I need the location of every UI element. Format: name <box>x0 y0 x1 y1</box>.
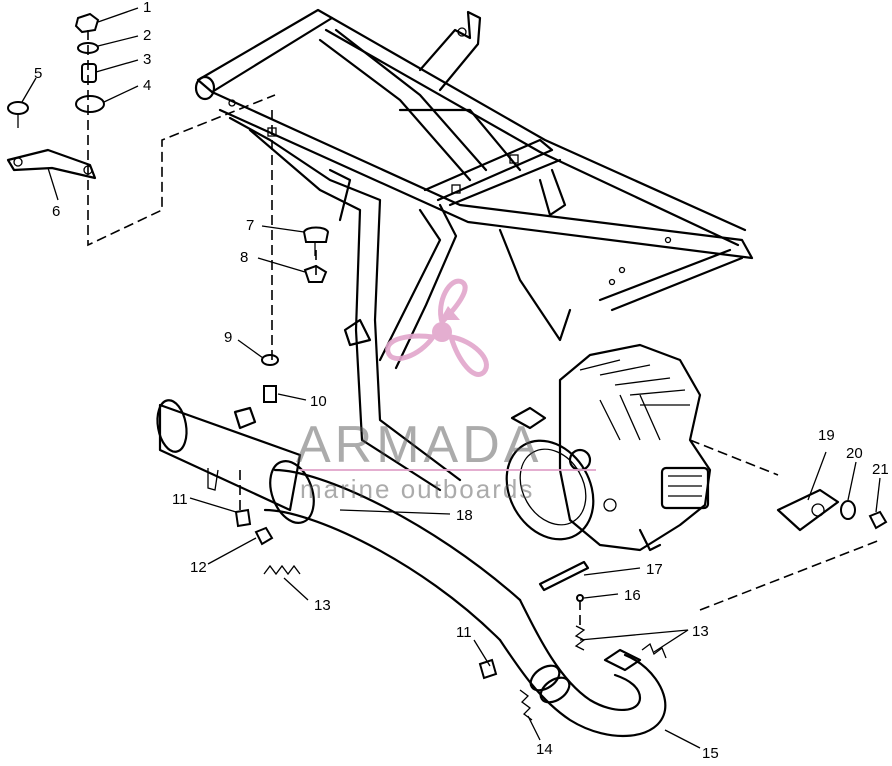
vehicle-frame <box>194 8 754 492</box>
bushing-part-7 <box>302 226 330 243</box>
spacer-part-3 <box>81 63 97 83</box>
exhaust-hardware <box>234 488 888 721</box>
spring-part-13-right-b <box>641 642 667 659</box>
installation-lines <box>87 30 881 630</box>
muffler <box>156 399 522 642</box>
bolt-part-10 <box>263 385 277 403</box>
callout-13-right: 13 <box>692 623 709 640</box>
exhaust-pipe <box>498 598 667 738</box>
callout-16: 16 <box>624 587 641 604</box>
nut-part-21 <box>868 510 888 530</box>
bracket-part-6 <box>6 148 97 180</box>
bushing-part-5 <box>7 101 29 115</box>
washer-part-9 <box>261 354 279 366</box>
callout-19: 19 <box>818 427 835 444</box>
rod-part-17 <box>538 560 590 592</box>
washer-part-20 <box>840 500 856 520</box>
leader-lines <box>21 7 881 749</box>
callout-20: 20 <box>846 445 863 462</box>
callout-21: 21 <box>872 461 889 478</box>
spring-part-13-left <box>263 564 301 576</box>
bolt-part-11-lower <box>478 658 498 680</box>
propeller-logo <box>385 278 489 377</box>
engine-assembly <box>505 343 712 552</box>
callout-5: 5 <box>34 65 42 82</box>
callout-4: 4 <box>143 77 151 94</box>
spring-part-13-right-a <box>574 625 586 651</box>
mount-hardware-left <box>6 12 105 180</box>
callout-14: 14 <box>536 741 553 758</box>
bolt-part-11-upper <box>234 508 252 528</box>
watermark-tagline: marine outboards <box>300 474 534 504</box>
callout-6: 6 <box>52 203 60 220</box>
callout-7: 7 <box>246 217 254 234</box>
callout-11-upper: 11 <box>172 491 188 508</box>
nut-part-12 <box>254 526 274 546</box>
callout-labels: 1 2 3 4 5 6 7 8 9 10 11 12 13 18 11 14 1… <box>34 0 889 762</box>
watermark-brand: ARMADA <box>296 416 542 474</box>
callout-15: 15 <box>702 745 719 762</box>
callout-2: 2 <box>143 27 151 44</box>
nut-part-1 <box>74 12 100 34</box>
callout-3: 3 <box>143 51 151 68</box>
callout-8: 8 <box>240 249 248 266</box>
spring-part-14 <box>519 689 533 721</box>
callout-9: 9 <box>224 329 232 346</box>
callout-13-left: 13 <box>314 597 331 614</box>
callout-18: 18 <box>456 507 473 524</box>
grommet-part-4 <box>75 95 105 113</box>
callout-17: 17 <box>646 561 663 578</box>
callout-10: 10 <box>310 393 327 410</box>
callout-12: 12 <box>190 559 207 576</box>
callout-11-lower: 11 <box>456 624 472 641</box>
gasket-part-19 <box>776 488 840 532</box>
watermark: ARMADA marine outboards <box>296 278 596 504</box>
callout-1: 1 <box>143 0 151 16</box>
